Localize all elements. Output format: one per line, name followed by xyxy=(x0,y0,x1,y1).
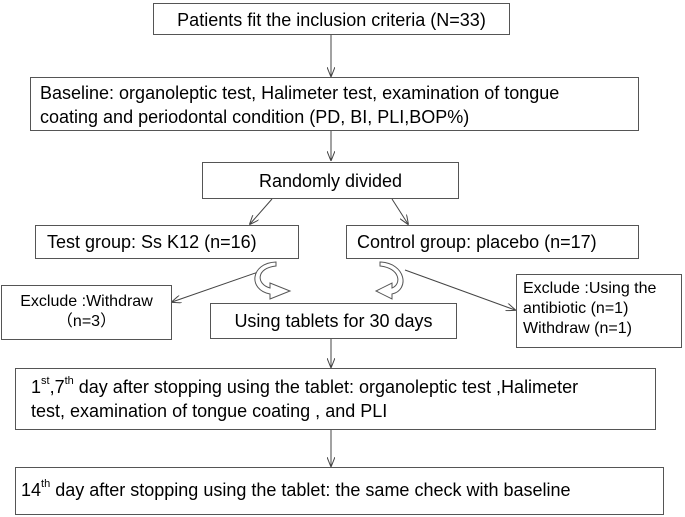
exclude-right-box: Exclude :Using the antibiotic (n=1) With… xyxy=(516,274,682,348)
tablets-text: Using tablets for 30 days xyxy=(234,311,433,331)
curved-arrow-control-to-tablets xyxy=(374,261,404,300)
control-group-text: Control group: placebo (n=17) xyxy=(357,232,597,252)
control-group-box: Control group: placebo (n=17) xyxy=(346,225,639,259)
test-group-box: Test group: Ss K12 (n=16) xyxy=(35,225,299,259)
final-day: 14 xyxy=(21,480,42,500)
arrow-randomly-to-test-group xyxy=(250,198,273,224)
patients-box: Patients fit the inclusion criteria (N=3… xyxy=(153,3,510,35)
final-box: 14th day after stopping using the tablet… xyxy=(15,467,664,515)
curved-arrow-test-to-tablets xyxy=(254,261,292,300)
exclude-right-line-1: Exclude :Using the xyxy=(523,280,657,297)
randomly-divided-text: Randomly divided xyxy=(258,171,403,191)
followup-sup-2: th xyxy=(64,375,74,387)
followup-line-1-rest: day after stopping using the tablet: org… xyxy=(73,377,579,397)
baseline-line-1: Baseline: organoleptic test, Halimeter t… xyxy=(40,83,560,103)
exclude-right-line-2: antibiotic (n=1) xyxy=(523,300,629,317)
exclude-left-line-2: （n=3） xyxy=(56,313,117,330)
baseline-box: Baseline: organoleptic test, Halimeter t… xyxy=(30,77,639,131)
arrow-randomly-to-control-group xyxy=(391,198,408,224)
arrow-control-to-exclude-right xyxy=(404,269,515,310)
final-sup: th xyxy=(41,478,51,490)
followup-day-1: 1 xyxy=(31,377,42,397)
arrow-test-to-exclude-left xyxy=(172,269,265,302)
exclude-left-box: Exclude :Withdraw （n=3） xyxy=(1,285,172,340)
exclude-right-line-3: Withdraw (n=1) xyxy=(523,320,632,337)
final-text: day after stopping using the tablet: the… xyxy=(50,480,571,500)
tablets-box: Using tablets for 30 days xyxy=(210,303,457,339)
followup-line-2: test, examination of tongue coating , an… xyxy=(31,401,388,421)
exclude-left-line-1: Exclude :Withdraw xyxy=(20,293,153,310)
randomly-divided-box: Randomly divided xyxy=(202,162,459,199)
followup-box: 1st,7th day after stopping using the tab… xyxy=(15,368,656,430)
test-group-text: Test group: Ss K12 (n=16) xyxy=(47,232,257,252)
followup-sup-1: st xyxy=(41,375,50,387)
followup-line-1: 1st,7th day after stopping using the tab… xyxy=(31,375,655,399)
patients-text: Patients fit the inclusion criteria (N=3… xyxy=(177,10,486,30)
baseline-line-2: coating and periodontal condition (PD, B… xyxy=(40,107,470,127)
followup-day-7: ,7 xyxy=(49,377,65,397)
